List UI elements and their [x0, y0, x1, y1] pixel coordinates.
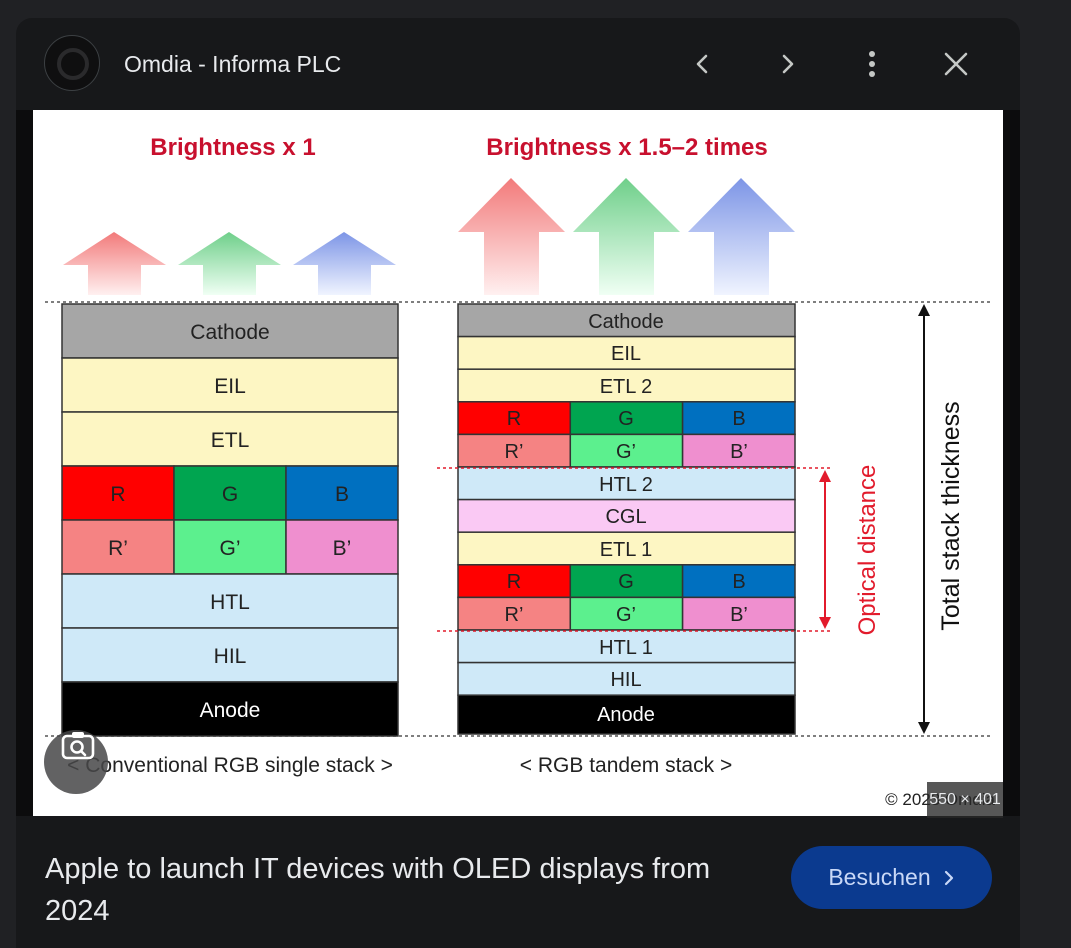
right-g4-label: G’: [616, 604, 636, 626]
next-button[interactable]: [763, 40, 811, 88]
optical-arrow-head-top: [819, 470, 831, 482]
right-anode-label: Anode: [597, 704, 655, 726]
visit-button-label: Besuchen: [828, 864, 931, 890]
right-etl1-label: ETL 1: [600, 539, 653, 561]
chevron-left-icon: [696, 54, 708, 74]
arrow-green-right: [573, 178, 680, 295]
optical-distance-label: Optical distance: [854, 465, 881, 636]
left-b-label: B: [335, 483, 349, 506]
close-icon: [944, 52, 968, 76]
image-caption[interactable]: Apple to launch IT devices with OLED dis…: [45, 853, 711, 927]
image-dimensions-badge: 550 × 401: [927, 782, 1003, 818]
more-options-button[interactable]: [848, 40, 896, 88]
arrow-red-right: [458, 178, 565, 295]
site-favicon-icon: [57, 48, 89, 80]
oled-stack-figure: Brightness x 1 Brightness x 1.5–2 times: [33, 110, 1003, 816]
right-g3-label: G: [618, 571, 634, 593]
left-cathode-label: Cathode: [190, 321, 269, 344]
left-stack: [61, 303, 399, 737]
source-name[interactable]: Omdia - Informa PLC: [124, 51, 342, 77]
left-g2-label: G’: [220, 537, 241, 560]
viewer-header: Omdia - Informa PLC: [16, 18, 1020, 110]
left-b2-label: B’: [333, 537, 352, 560]
close-button[interactable]: [932, 40, 980, 88]
lens-search-button[interactable]: [44, 730, 108, 794]
left-stack-caption: < Conventional RGB single stack >: [67, 754, 393, 777]
left-r2-label: R’: [108, 537, 128, 560]
left-r-label: R: [110, 483, 125, 506]
right-b-label: B: [732, 408, 745, 430]
right-r2-label: R’: [505, 441, 524, 463]
chevron-right-icon: [782, 54, 794, 74]
more-vertical-icon: [869, 51, 875, 77]
optical-arrow-head-bottom: [819, 617, 831, 629]
title-right: Brightness x 1.5–2 times: [486, 134, 767, 161]
right-htl1-label: HTL 1: [599, 637, 653, 659]
right-eil-label: EIL: [611, 343, 641, 365]
chevron-right-icon: [944, 870, 953, 885]
left-g-label: G: [222, 483, 238, 506]
image-viewer-panel: Omdia - Informa PLC: [16, 18, 1020, 948]
left-etl-label: ETL: [211, 429, 250, 452]
right-etl2-label: ETL 2: [600, 376, 653, 398]
total-thickness-label: Total stack thickness: [937, 401, 965, 630]
right-cgl-label: CGL: [605, 506, 646, 528]
site-favicon[interactable]: [44, 35, 100, 91]
title-left: Brightness x 1: [150, 134, 315, 161]
arrow-green-left: [178, 232, 281, 295]
right-hil-label: HIL: [610, 669, 641, 691]
right-r-label: R: [507, 408, 521, 430]
total-arrow-head-top: [918, 304, 930, 316]
right-stack: [457, 303, 796, 735]
total-arrow-head-bottom: [918, 722, 930, 734]
right-cathode-label: Cathode: [588, 311, 664, 333]
visit-button[interactable]: Besuchen: [791, 846, 992, 909]
arrow-blue-left: [293, 232, 396, 295]
right-b3-label: B: [732, 571, 745, 593]
right-stack-caption: < RGB tandem stack >: [520, 754, 732, 777]
right-htl2-label: HTL 2: [599, 474, 653, 496]
left-eil-label: EIL: [214, 375, 246, 398]
arrow-red-left: [63, 232, 166, 295]
right-g-label: G: [618, 408, 634, 430]
prev-button[interactable]: [679, 40, 727, 88]
right-b4-label: B’: [730, 604, 748, 626]
right-b2-label: B’: [730, 441, 748, 463]
left-htl-label: HTL: [210, 591, 250, 614]
preview-image[interactable]: Brightness x 1 Brightness x 1.5–2 times: [16, 110, 1020, 818]
camera-search-icon: [61, 732, 95, 760]
arrow-blue-right: [688, 178, 795, 295]
left-anode-label: Anode: [200, 699, 261, 722]
right-r3-label: R: [507, 571, 521, 593]
right-r4-label: R’: [505, 604, 524, 626]
right-g2-label: G’: [616, 441, 636, 463]
left-hil-label: HIL: [214, 645, 247, 668]
